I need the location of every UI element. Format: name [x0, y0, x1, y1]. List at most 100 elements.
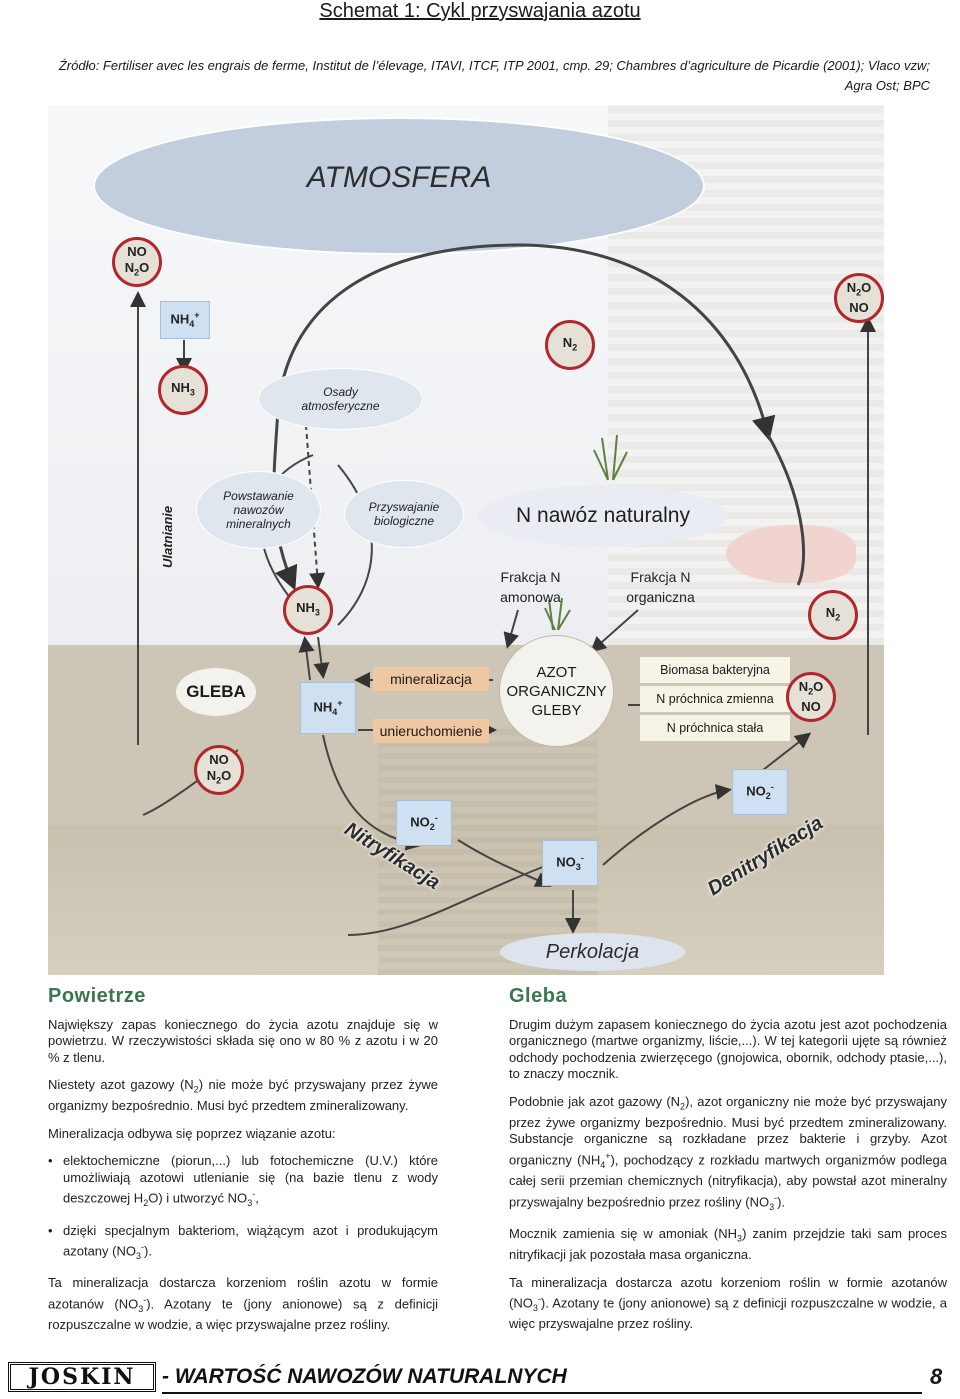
- text-part: Niestety azot gazowy (N: [48, 1077, 194, 1092]
- text-part: Mocznik zamienia się w amoniak (NH: [509, 1225, 738, 1241]
- nh-symbol: NH: [170, 311, 190, 327]
- no-symbol: NO: [556, 854, 576, 870]
- sup-minus: -: [252, 1189, 256, 1200]
- powietrze-p1: Największy zapas koniecznego do życia az…: [48, 1016, 438, 1065]
- sub-2: 2: [193, 1084, 199, 1095]
- o-symbol: O: [139, 259, 150, 275]
- text-part: ). Azotany te (jony anionowe) są z defin…: [48, 1296, 438, 1333]
- text-part: ), azot organiczny nie może być przyswaj…: [509, 1093, 947, 1167]
- list-item: elektochemiczne (piorun,...) lub fotoche…: [48, 1153, 438, 1211]
- powietrze-list: elektochemiczne (piorun,...) lub fotoche…: [48, 1153, 438, 1264]
- gleba-p2: Podobnie jak azot gazowy (N2), azot orga…: [509, 1094, 947, 1215]
- sub-2: 2: [808, 686, 814, 697]
- text-part: Ta mineralizacja dostarcza azotu korzeni…: [509, 1274, 947, 1311]
- text-part: elektochemiczne (piorun,...) lub fotoche…: [63, 1153, 398, 1169]
- n2o-text: N2O: [847, 280, 872, 301]
- sub-3: 3: [189, 387, 195, 398]
- powstawanie-bubble: Powstawanie nawozów mineralnych: [196, 471, 321, 549]
- sub-3: 3: [135, 1250, 141, 1261]
- powietrze-p4: Ta mineralizacja dostarcza korzeniom roś…: [48, 1275, 438, 1333]
- n2o-text: N2O: [799, 679, 824, 700]
- n2o-no-soil-node: N2O NO: [786, 672, 836, 722]
- footer-divider: [162, 1392, 922, 1394]
- no-formula: NO: [127, 243, 147, 259]
- o-symbol: O: [221, 767, 232, 783]
- o-symbol: O: [813, 678, 824, 694]
- footer-title: - WARTOŚĆ NAWOZÓW NATURALNYCH: [162, 1365, 567, 1388]
- gleba-column: Gleba Drugim dużym zapasem koniecznego d…: [509, 985, 947, 1344]
- nitrogen-cycle-diagram: ATMOSFERA: [48, 105, 884, 975]
- n-symbol: N: [562, 334, 573, 350]
- n-symbol: N: [846, 279, 857, 295]
- no-formula: NO: [209, 751, 229, 767]
- no3-text: NO3-: [556, 851, 584, 875]
- sup-minus: -: [434, 813, 438, 824]
- text-part: O) i utworzyć NO: [148, 1190, 248, 1206]
- no-n2o-soil-node: NO N2O: [194, 745, 244, 795]
- gleba-p1: Drugim dużym zapasem koniecznego do życi…: [509, 1016, 947, 1082]
- no-text: NO: [209, 752, 229, 768]
- sub-2: 2: [572, 342, 578, 353]
- nh-symbol: NH: [171, 379, 190, 395]
- ulatnianie-label: Ulatnianie: [160, 505, 175, 568]
- gleba-p3: Mocznik zamienia się w amoniak (NH3) zan…: [509, 1226, 947, 1264]
- o-symbol: O: [861, 279, 872, 295]
- frakcja-organiczna: Frakcja N organiczna: [626, 569, 695, 605]
- page-title: Schemat 1: Cykl przyswajania azotu: [319, 0, 641, 22]
- sub-4: 4: [332, 706, 338, 717]
- sub-2: 2: [429, 821, 435, 832]
- sub-3: 3: [532, 1302, 538, 1313]
- biomasa-box: Biomasa bakteryjna: [640, 657, 790, 683]
- no-formula: NO: [801, 699, 821, 715]
- atmosphere-label: ATMOSFERA: [306, 161, 492, 194]
- sub-3: 3: [314, 607, 320, 618]
- no2-nitrification: NO2-: [396, 800, 452, 846]
- n2o-text: N2O: [125, 260, 150, 281]
- gleba-heading: Gleba: [509, 985, 568, 1007]
- azot-organiczny-label: AZOT ORGANICZNY GLEBY: [506, 663, 607, 719]
- sub-2: 2: [143, 1198, 149, 1209]
- sup-minus: -: [143, 1294, 147, 1305]
- text-part: Podobnie jak azot gazowy (N: [509, 1093, 681, 1109]
- sup-plus: +: [194, 310, 200, 321]
- n2-text: N2: [563, 335, 577, 356]
- n-symbol: N: [798, 678, 809, 694]
- nh-symbol: NH: [296, 599, 315, 615]
- sub-3: 3: [575, 861, 581, 872]
- nawoz-naturalny: N nawóz naturalny: [478, 485, 728, 547]
- sup-minus: -: [580, 853, 584, 864]
- text-part: ).: [777, 1193, 786, 1209]
- przyswajanie-label: Przyswajanie biologiczne: [368, 500, 440, 528]
- text-part: ), pochodzący z rozkładu martwych organi…: [509, 1151, 947, 1209]
- prochnica-zmienna-box: N próchnica zmienna: [640, 686, 790, 712]
- n2-soil-node: N2: [808, 590, 858, 640]
- sub-2: 2: [765, 790, 771, 801]
- unieruchomienie-label: unieruchomienie: [373, 719, 489, 743]
- gleba-p4: Ta mineralizacja dostarcza azotu korzeni…: [509, 1275, 947, 1333]
- no3-node: NO3-: [542, 840, 598, 886]
- nh4-sky: NH4+: [160, 301, 210, 339]
- sup-minus: -: [537, 1294, 541, 1305]
- sub-3: 3: [769, 1201, 775, 1212]
- n-symbol: N: [825, 604, 836, 620]
- no2-text: NO2-: [746, 780, 774, 804]
- sub-2: 2: [216, 775, 222, 786]
- nh4-text: NH4+: [313, 696, 342, 720]
- text-part: które umożliwiają azotowi utlenianie się…: [63, 1153, 438, 1206]
- page-number: 8: [930, 1364, 943, 1389]
- text-part: ,: [255, 1190, 259, 1206]
- n2o-no-right-node: N2O NO: [834, 273, 884, 323]
- text-part: ) zanim przejdzie taki sam proces nitryf…: [509, 1225, 947, 1263]
- text-part: Ta mineralizacja dostarcza korzeniom roś…: [48, 1275, 438, 1312]
- pig-image: [726, 525, 856, 583]
- nh4-text: NH4+: [170, 308, 199, 332]
- sub-4: 4: [600, 1159, 606, 1170]
- sub-3: 3: [138, 1303, 144, 1314]
- no-text: NO: [849, 300, 869, 316]
- powietrze-p2: Niestety azot gazowy (N2) nie może być p…: [48, 1077, 438, 1115]
- sup-plus: +: [605, 1150, 611, 1161]
- no-text: NO: [127, 244, 147, 260]
- frakcja-amonowa: Frakcja N amonowa: [500, 569, 561, 605]
- powietrze-column: Powietrze Największy zapas koniecznego d…: [48, 986, 438, 1345]
- sub-2: 2: [680, 1101, 686, 1112]
